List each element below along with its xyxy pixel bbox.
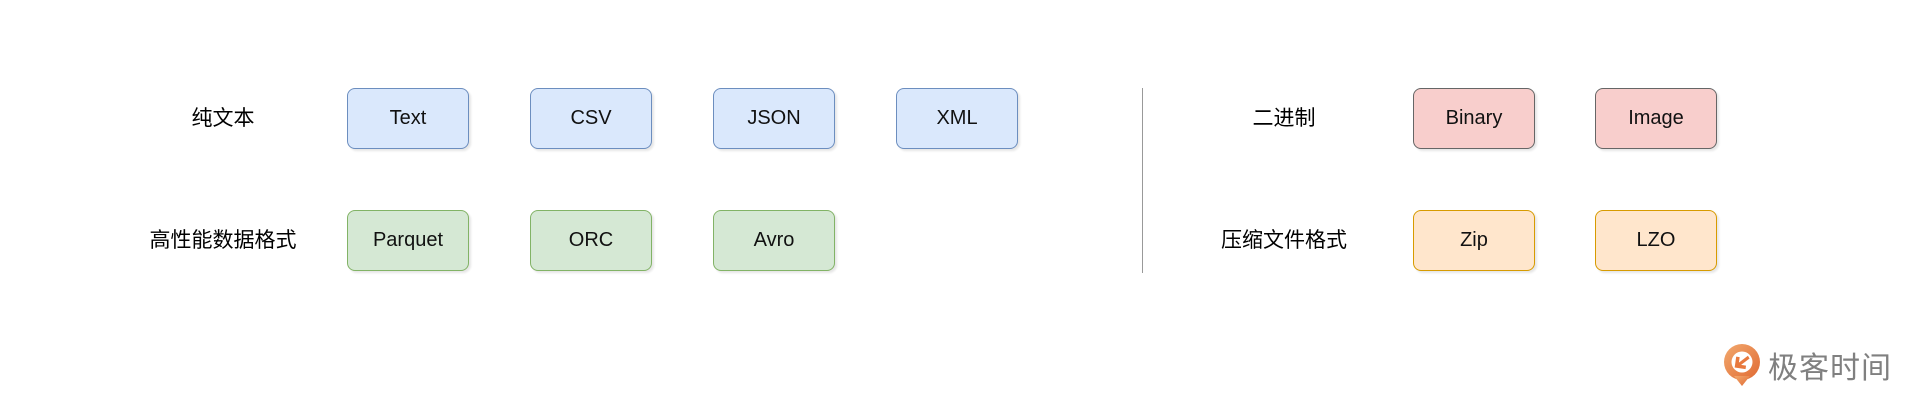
group-label-plain-text: 纯文本 bbox=[191, 107, 255, 130]
format-node-text: Text bbox=[347, 88, 469, 149]
format-node-binary: Binary bbox=[1413, 88, 1535, 149]
format-node-avro: Avro bbox=[713, 210, 835, 271]
format-node-parquet: Parquet bbox=[347, 210, 469, 271]
geektime-logo-icon bbox=[1722, 343, 1762, 387]
format-node-json: JSON bbox=[713, 88, 835, 149]
format-node-image: Image bbox=[1595, 88, 1717, 149]
group-label-binary: 二进制 bbox=[1252, 107, 1316, 130]
group-label-compressed-file-formats: 压缩文件格式 bbox=[1221, 229, 1347, 252]
format-node-lzo: LZO bbox=[1595, 210, 1717, 271]
divider-line bbox=[1142, 88, 1143, 273]
format-node-xml: XML bbox=[896, 88, 1018, 149]
geektime-logo-text: 极客时间 bbox=[1768, 352, 1892, 385]
format-node-orc: ORC bbox=[530, 210, 652, 271]
format-node-zip: Zip bbox=[1413, 210, 1535, 271]
geektime-logo: 极客时间 bbox=[1722, 343, 1892, 387]
group-label-high-performance-data-formats: 高性能数据格式 bbox=[149, 229, 297, 252]
format-node-csv: CSV bbox=[530, 88, 652, 149]
